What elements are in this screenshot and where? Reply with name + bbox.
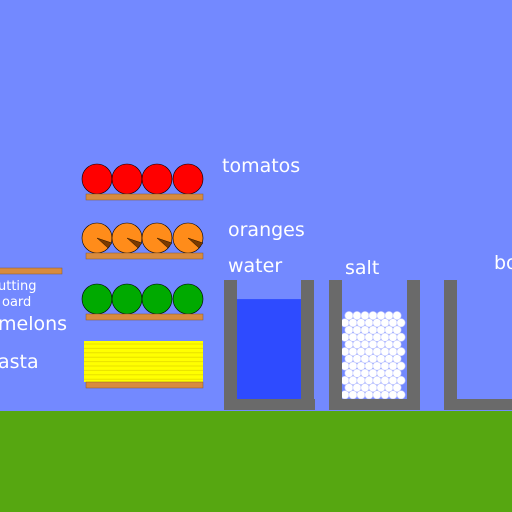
salt-container-base [329, 399, 420, 410]
water-container[interactable] [224, 280, 315, 410]
melon-icon[interactable] [141, 283, 173, 315]
melon-icon[interactable] [81, 283, 113, 315]
tomatos-group[interactable] [81, 163, 204, 195]
bowl-label: bo [494, 252, 512, 274]
pasta-shelf [85, 381, 204, 389]
pasta-label: asta [0, 351, 39, 373]
melons-group[interactable] [81, 283, 204, 315]
pasta-group[interactable] [84, 341, 203, 382]
tomato-icon[interactable] [81, 163, 113, 195]
salt-container-right-wall [407, 280, 420, 410]
bowl-container-base [444, 399, 512, 410]
orange-icon[interactable] [172, 222, 204, 254]
orange-icon[interactable] [81, 222, 113, 254]
melon-icon[interactable] [172, 283, 204, 315]
oranges-label: oranges [228, 219, 305, 241]
orange-icon[interactable] [111, 222, 143, 254]
bowl-container-left-wall [444, 280, 457, 410]
water-container-left-wall [224, 280, 237, 410]
cutting-board[interactable] [0, 267, 63, 275]
cutting-board-label-line1: utting [0, 279, 37, 294]
cutting-board-label-line2: oard [2, 295, 32, 310]
melons-shelf [85, 313, 204, 321]
water-container-right-wall [301, 280, 314, 410]
tomato-icon[interactable] [172, 163, 204, 195]
pasta-block-icon[interactable] [84, 341, 144, 382]
melons-label: melons [0, 313, 68, 335]
bowl-container[interactable] [444, 280, 512, 410]
salt-grains [340, 311, 406, 400]
salt-label: salt [345, 257, 380, 279]
water-container-base [224, 399, 315, 410]
orange-icon[interactable] [141, 222, 173, 254]
water-label: water [228, 255, 283, 277]
ground [0, 411, 512, 512]
tomatos-label: tomatos [222, 155, 301, 177]
melon-icon[interactable] [111, 283, 143, 315]
pasta-block-icon[interactable] [143, 341, 203, 382]
tomatos-shelf [85, 193, 204, 201]
salt-container[interactable] [329, 280, 420, 410]
salt-container-left-wall [329, 280, 342, 410]
tomato-icon[interactable] [141, 163, 173, 195]
tomato-icon[interactable] [111, 163, 143, 195]
oranges-shelf [85, 252, 204, 260]
water-fill [237, 299, 301, 399]
